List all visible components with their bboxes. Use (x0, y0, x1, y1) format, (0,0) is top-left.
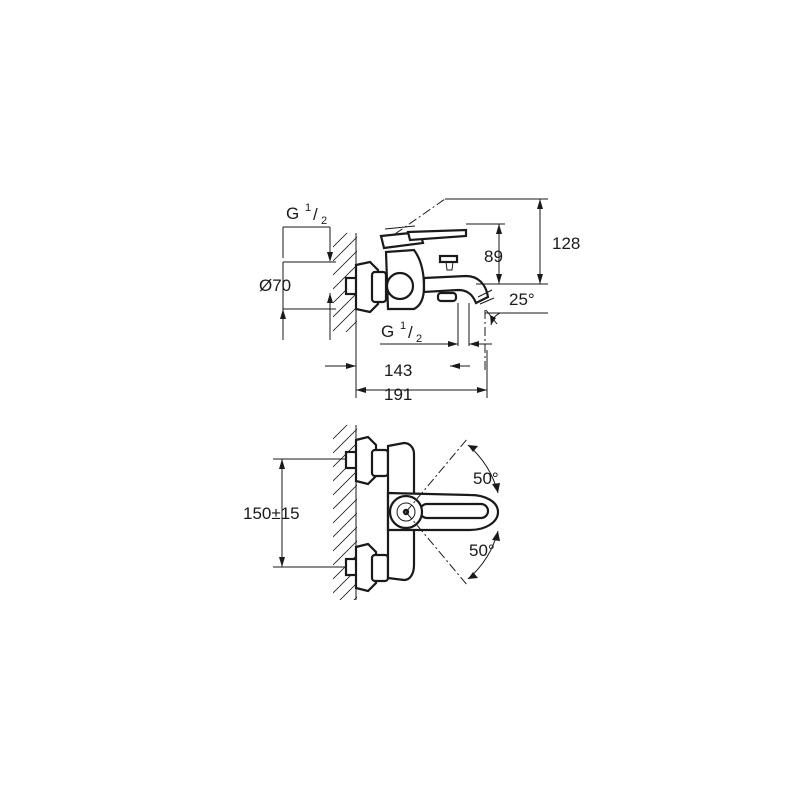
outlet-thread-num: 1 (400, 320, 406, 332)
front-view: 50° 50° 150±15 (243, 425, 500, 600)
thread-label-num: 1 (305, 202, 311, 214)
side-view: G 1 / 2 Ø70 128 (259, 198, 580, 404)
rosette-diameter-label: Ø70 (259, 276, 291, 295)
outlet-thread-g: G (381, 322, 394, 341)
wall-bottom (333, 425, 357, 600)
spout-side (422, 274, 495, 305)
upper-connector (344, 435, 390, 486)
outlet-stub (457, 303, 486, 370)
thread-label-slash: / (313, 205, 318, 224)
outlet-thread-den: 2 (416, 333, 422, 345)
outlet-thread-slash: / (408, 323, 413, 342)
height-total-label: 128 (552, 234, 580, 253)
projection-outlet-label: 143 (384, 361, 412, 380)
inlet-thread-dimension: G 1 / 2 (282, 202, 336, 263)
projection-total-label: 191 (384, 385, 412, 404)
spout-angle-dimension: 25° (485, 290, 548, 326)
height-dimensions: 128 89 (466, 198, 580, 285)
lever-swing: 50° 50° (405, 437, 500, 587)
wall-connector (344, 260, 388, 314)
height-spout-label: 89 (484, 247, 503, 266)
center-distance-label: 150±15 (243, 504, 300, 523)
mixer-body-front (386, 441, 500, 582)
lever-angle-down-label: 50° (469, 541, 495, 560)
lower-connector (344, 542, 390, 593)
projection-dimensions: 143 191 (325, 332, 488, 404)
lever-front (418, 502, 490, 520)
center-distance-dimension: 150±15 (243, 458, 345, 568)
rosette-diameter-dimension: Ø70 (259, 262, 336, 340)
diverter-knob-side (385, 271, 415, 301)
lever-side (406, 228, 468, 242)
thread-label-g: G (286, 204, 299, 223)
thread-label-den: 2 (321, 215, 327, 227)
lever-angle-up-label: 50° (473, 469, 499, 488)
mixer-body-side (379, 198, 468, 311)
outlet-thread-dimension: G 1 / 2 (380, 320, 492, 347)
spout-angle-label: 25° (509, 290, 535, 309)
